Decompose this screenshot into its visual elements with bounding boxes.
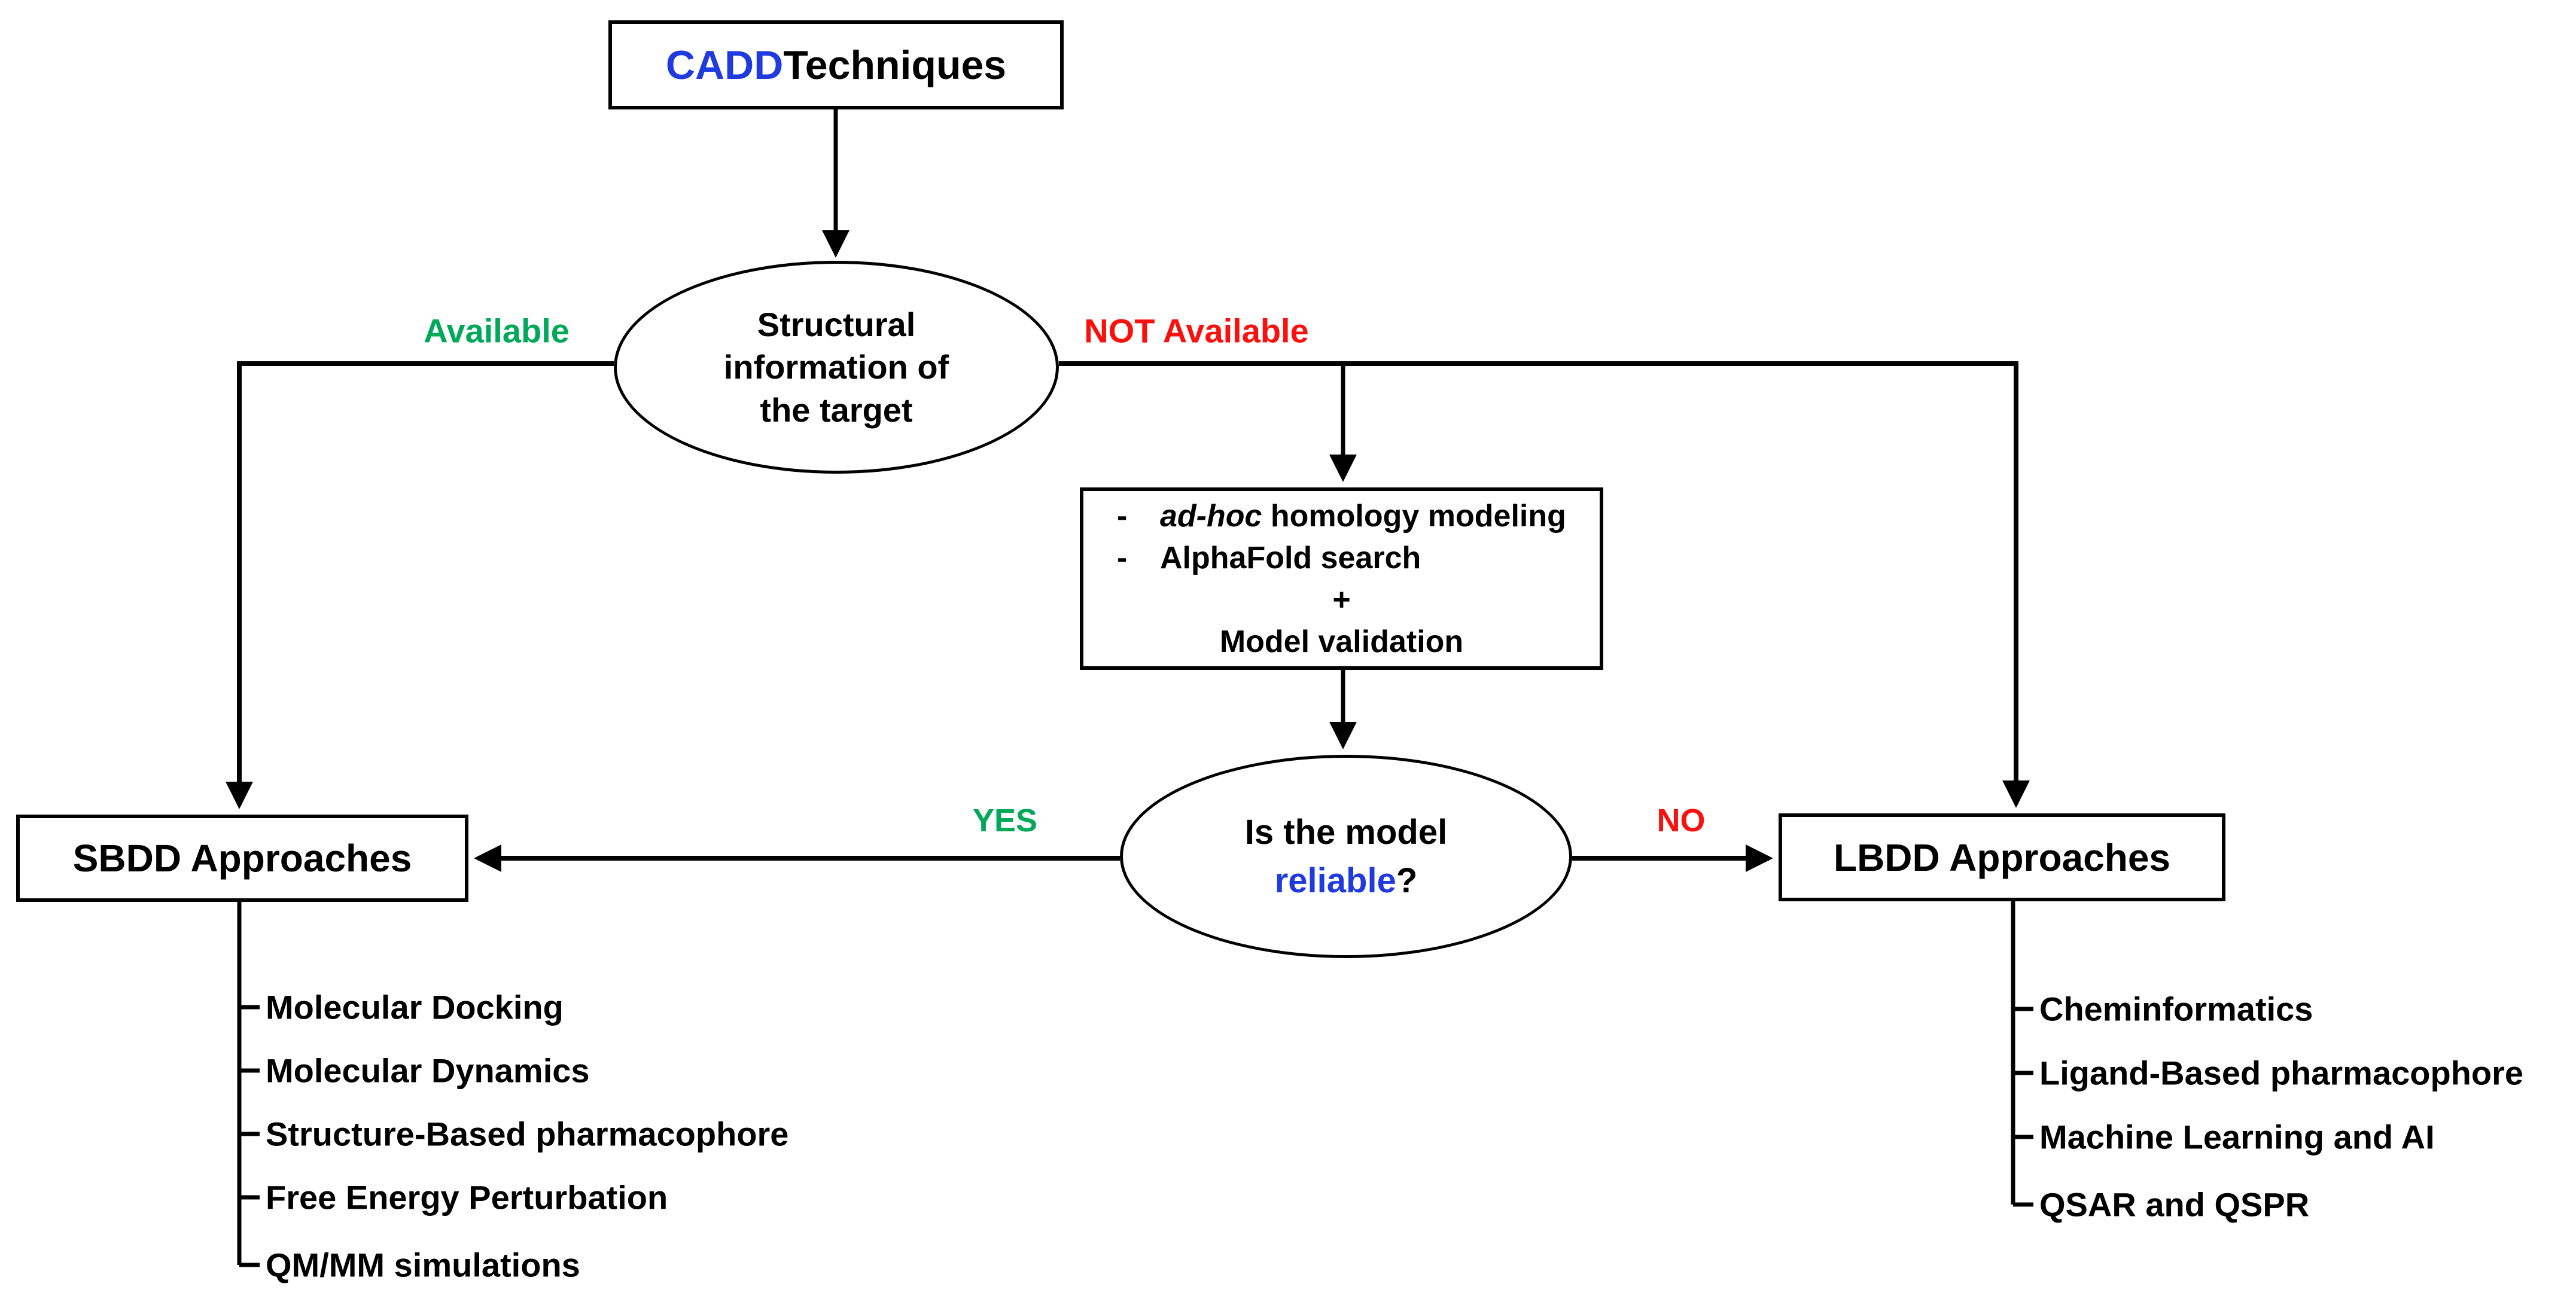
structure-line3: the target — [760, 391, 913, 429]
structure-line2: information of — [723, 348, 949, 386]
homology-bullet-1: - ad-hoc homology modeling — [1095, 495, 1588, 537]
bullet-dash: - — [1117, 498, 1128, 533]
reliable-line1: Is the model — [1244, 812, 1448, 852]
cadd-rest-text: Techniques — [783, 42, 1007, 88]
available-label: Available — [424, 312, 570, 350]
homology-plus-sign: + — [1332, 582, 1351, 617]
lbdd-label: LBDD Approaches — [1833, 836, 2171, 879]
yes-label: YES — [972, 803, 1038, 839]
no-label: NO — [1657, 803, 1706, 839]
arrow-available-to-sbdd — [226, 361, 614, 809]
list-item-lbdd: Cheminformatics — [2039, 990, 2313, 1028]
list-item-sbdd: QM/MM simulations — [266, 1246, 580, 1284]
homology-bullet1-rest: homology modeling — [1262, 498, 1566, 533]
adhoc-italic-text: ad-hoc — [1160, 498, 1262, 533]
sbdd-tree-ticks — [239, 1005, 260, 1267]
homology-bullet2-text: AlphaFold search — [1160, 540, 1421, 575]
cadd-techniques-node: CADD Techniques — [608, 20, 1064, 109]
list-item-sbdd: Molecular Docking — [266, 988, 564, 1026]
list-item-lbdd: QSAR and QSPR — [2039, 1185, 2310, 1224]
homology-modeling-node: - ad-hoc homology modeling - AlphaFold s… — [1080, 487, 1603, 670]
model-validation-text: Model validation — [1219, 624, 1464, 659]
list-item-sbdd: Free Energy Perturbation — [266, 1178, 668, 1216]
reliable-line2: reliable? — [1275, 856, 1418, 905]
homology-bullet-2: - AlphaFold search — [1095, 537, 1588, 579]
list-item-sbdd: Structure-Based pharmacophore — [266, 1115, 789, 1153]
bullet-dash: - — [1117, 540, 1128, 575]
list-item-lbdd: Machine Learning and AI — [2039, 1118, 2435, 1156]
list-item-sbdd: Molecular Dynamics — [266, 1051, 590, 1090]
structure-line1: Structural — [757, 306, 916, 344]
not-available-label: NOT Available — [1084, 312, 1309, 350]
model-reliable-decision: Is the model reliable? — [1120, 755, 1572, 958]
reliable-question-mark: ? — [1396, 861, 1418, 900]
sbdd-approaches-node: SBDD Approaches — [16, 815, 468, 902]
lbdd-tree-ticks — [2013, 1007, 2033, 1207]
structure-info-decision: Structural information of the target — [614, 261, 1059, 474]
homology-bullet1-text: ad-hoc homology modeling — [1160, 495, 1566, 537]
cadd-acronym-text: CADD — [665, 42, 784, 88]
sbdd-label: SBDD Approaches — [72, 837, 412, 880]
list-item-lbdd: Ligand-Based pharmacophore — [2039, 1054, 2524, 1092]
reliable-highlight-text: reliable — [1274, 861, 1396, 900]
arrow-notavailable-to-lbdd — [1059, 361, 2030, 808]
lbdd-approaches-node: LBDD Approaches — [1779, 813, 2225, 901]
